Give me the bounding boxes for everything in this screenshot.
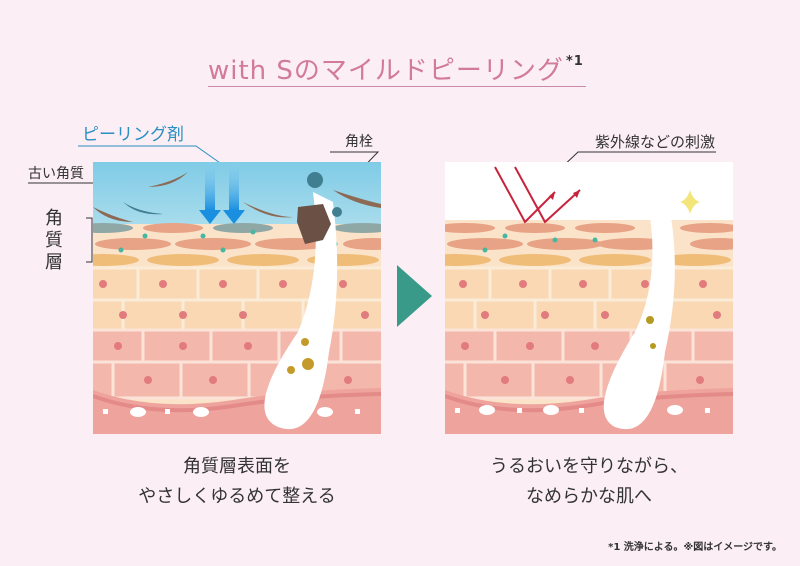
old-keratin-label: 古い角質: [28, 166, 84, 182]
caption-line: うるおいを守りながら、: [490, 456, 688, 477]
caption-line: やさしくゆるめて整える: [138, 486, 336, 507]
transition-arrow-icon: [397, 265, 432, 327]
left-caption: 角質層表面を やさしくゆるめて整える: [93, 452, 381, 512]
stratum-corneum-label: 角 質 層: [44, 208, 64, 274]
uv-stimulus-label: 紫外線などの刺激: [595, 133, 716, 151]
before-skin-illustration: [93, 162, 381, 434]
footnote: *1 洗浄による。※図はイメージです。: [608, 542, 782, 553]
title-underline: [208, 86, 586, 87]
label-char: 層: [45, 252, 63, 273]
caption-line: なめらかな肌へ: [526, 486, 652, 507]
label-char: 質: [45, 230, 63, 251]
footnote-mark: *1: [565, 54, 584, 69]
right-caption: うるおいを守りながら、 なめらかな肌へ: [445, 452, 733, 512]
after-skin-illustration: [445, 162, 733, 434]
label-char: 角: [45, 208, 63, 229]
caption-line: 角質層表面を: [183, 456, 291, 477]
page-title: with Sのマイルドピーリング*1: [208, 50, 583, 87]
keratin-plug-label: 角栓: [345, 134, 373, 150]
peeling-agent-label: ピーリング剤: [82, 125, 184, 145]
title-text: with Sのマイルドピーリング: [208, 56, 564, 86]
